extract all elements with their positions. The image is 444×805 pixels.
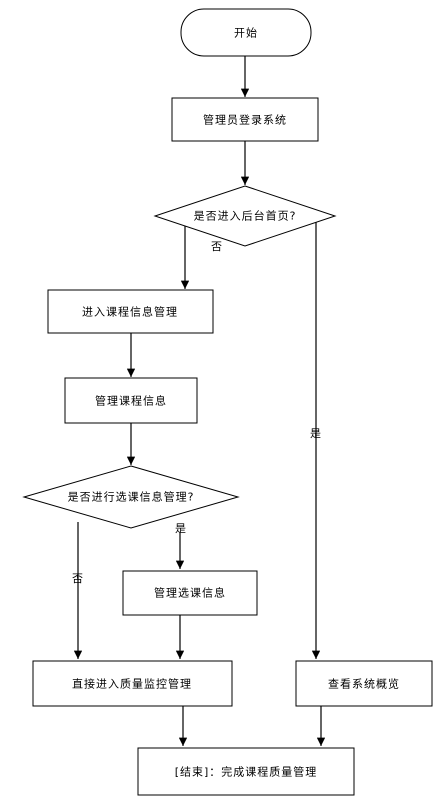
edge-label-selection-no: 否 bbox=[72, 572, 83, 585]
edges bbox=[73, 56, 326, 746]
edge-label-backend-no: 否 bbox=[211, 240, 222, 253]
node-manage-selection: 管理选课信息 bbox=[122, 570, 258, 616]
node-enter-course-info-label: 进入课程信息管理 bbox=[82, 305, 178, 319]
node-decision-backend: 是否进入后台首页? bbox=[153, 185, 337, 247]
edge-label-selection-yes: 是 bbox=[175, 522, 186, 535]
node-end-label: [结束]：完成课程质量管理 bbox=[175, 765, 318, 779]
node-decision-backend-label: 是否进入后台首页? bbox=[194, 209, 297, 223]
edge-label-backend-yes: 是 bbox=[310, 427, 321, 440]
node-decision-selection-label: 是否进行选课信息管理? bbox=[68, 490, 195, 504]
node-manage-selection-label: 管理选课信息 bbox=[154, 586, 226, 600]
node-enter-course-info: 进入课程信息管理 bbox=[47, 289, 214, 334]
node-end: [结束]：完成课程质量管理 bbox=[137, 747, 355, 796]
node-manage-course-info-label: 管理课程信息 bbox=[95, 394, 167, 408]
node-manage-course-info: 管理课程信息 bbox=[64, 377, 198, 424]
node-quality-monitor: 直接进入质量监控管理 bbox=[32, 660, 233, 707]
node-decision-selection: 是否进行选课信息管理? bbox=[22, 465, 240, 529]
node-quality-monitor-label: 直接进入质量监控管理 bbox=[72, 677, 192, 691]
node-system-overview-label: 查看系统概览 bbox=[328, 677, 400, 691]
node-start: 开始 bbox=[180, 8, 312, 57]
node-start-label: 开始 bbox=[234, 26, 258, 40]
node-login-label: 管理员登录系统 bbox=[203, 113, 287, 127]
node-login: 管理员登录系统 bbox=[171, 97, 319, 142]
node-system-overview: 查看系统概览 bbox=[295, 660, 433, 707]
